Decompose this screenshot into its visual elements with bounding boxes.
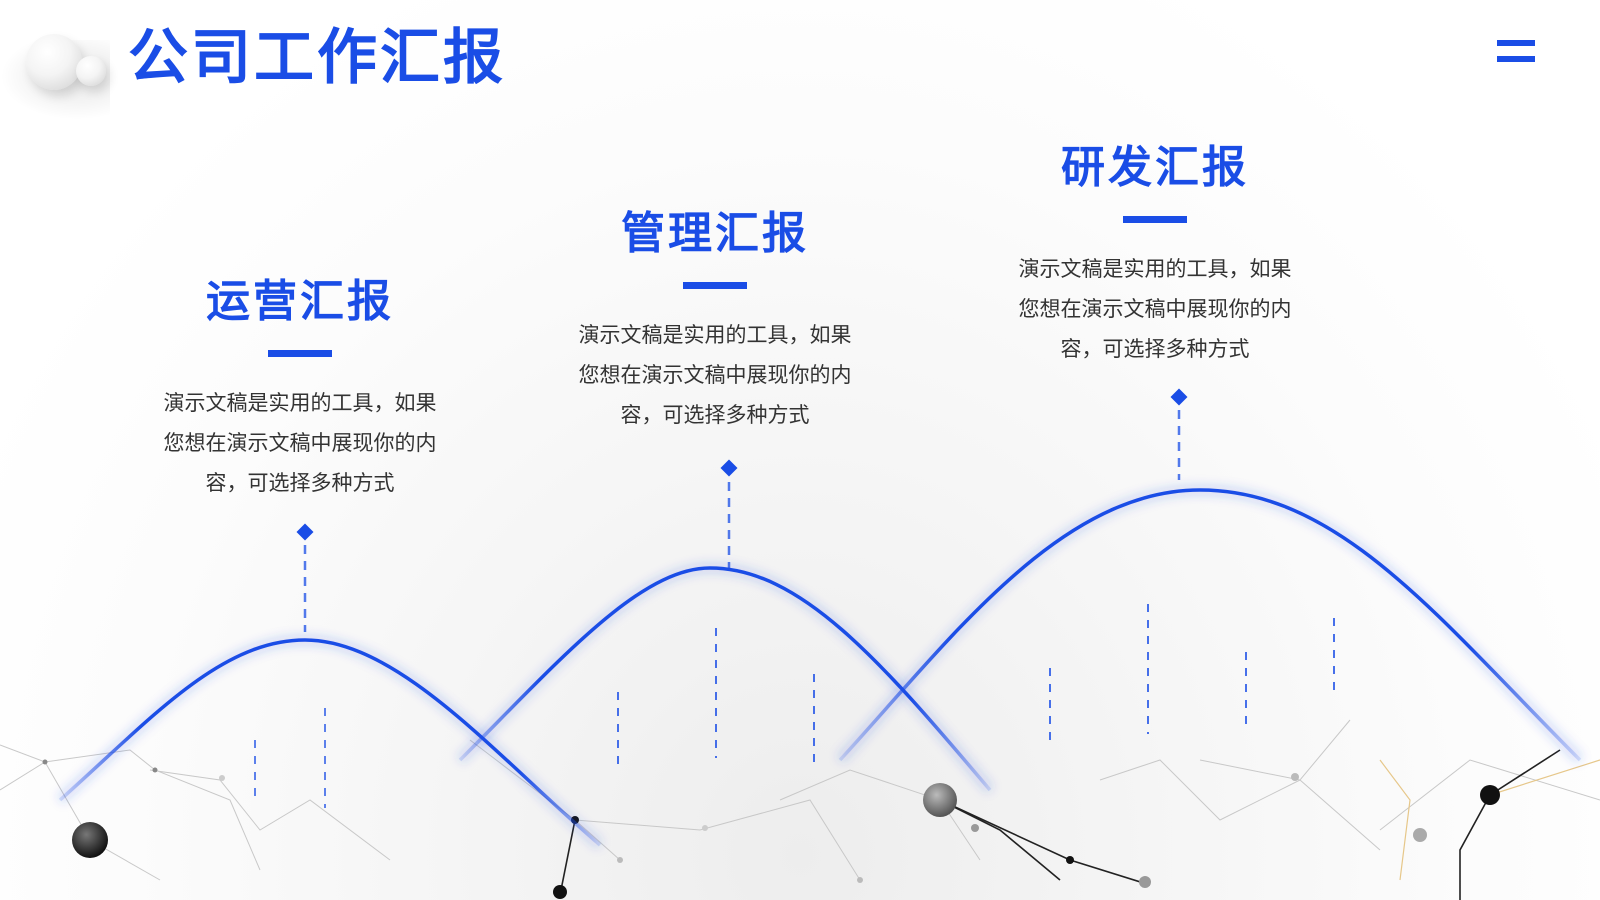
title-underline [683,282,747,289]
bubbles-logo-icon [26,34,82,90]
network-nodes [42,759,1500,899]
title-underline [1123,216,1187,223]
dashed-accent-lines [254,604,1335,808]
section-operations: 运营汇报 演示文稿是实用的工具，如果您想在演示文稿中展现你的内容，可选择多种方式 [150,280,450,503]
menu-icon-bar-top [1497,40,1535,46]
section-description: 演示文稿是实用的工具，如果您想在演示文稿中展现你的内容，可选择多种方式 [578,323,852,427]
section-title: 运营汇报 [206,276,394,327]
menu-icon-bar-bottom [1497,56,1535,62]
title-underline [268,350,332,357]
bubble-small-icon [76,56,106,86]
wave-curves [56,484,1584,849]
section-description: 演示文稿是实用的工具，如果您想在演示文稿中展现你的内容，可选择多种方式 [163,391,437,495]
section-description: 演示文稿是实用的工具，如果您想在演示文稿中展现你的内容，可选择多种方式 [1018,257,1292,361]
page-title: 公司工作汇报 [128,23,506,93]
network-lines [0,719,1600,881]
network-lines-gold [1379,759,1600,881]
section-management: 管理汇报 演示文稿是实用的工具，如果您想在演示文稿中展现你的内容，可选择多种方式 [565,212,865,435]
menu-icon[interactable] [1497,40,1535,66]
section-title: 研发汇报 [1061,142,1249,193]
network-lines-dark [559,749,1561,900]
section-rnd: 研发汇报 演示文稿是实用的工具，如果您想在演示文稿中展现你的内容，可选择多种方式 [1005,146,1305,369]
section-title: 管理汇报 [621,208,809,259]
